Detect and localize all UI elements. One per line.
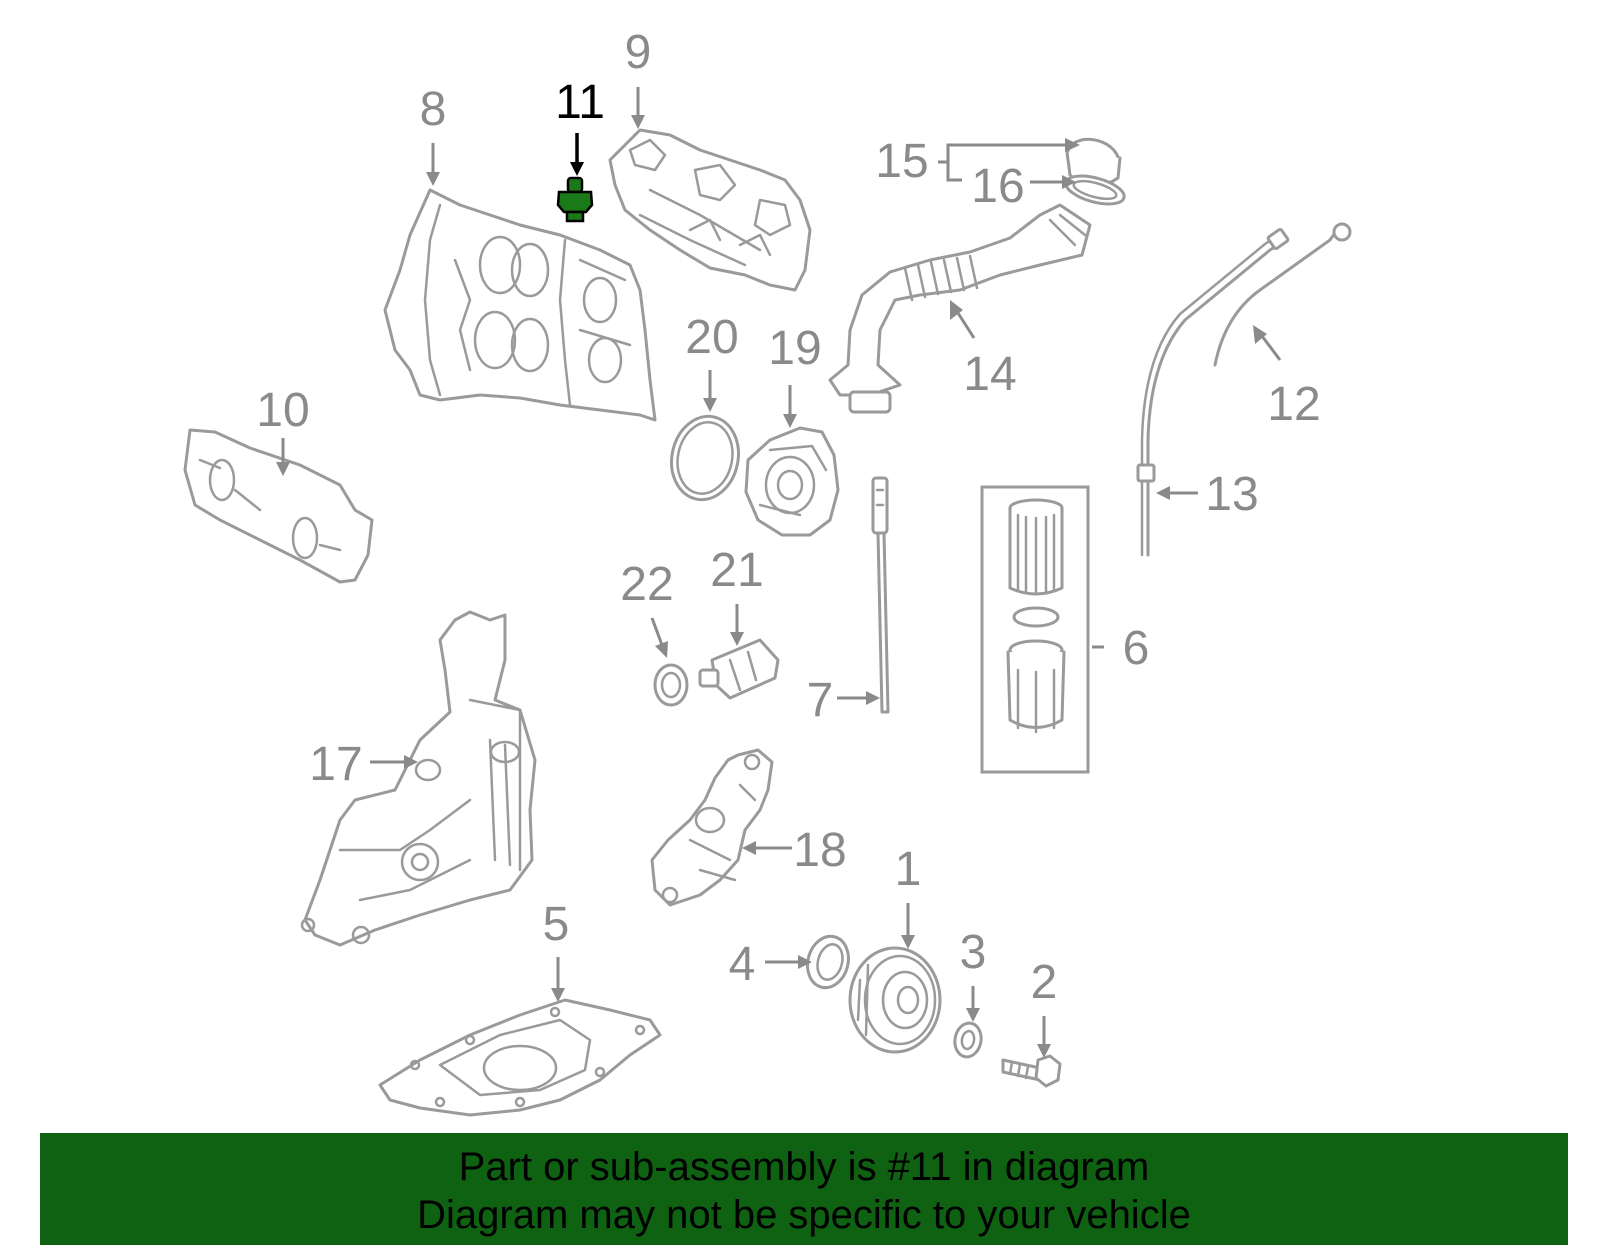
disclaimer-banner: Part or sub-assembly is #11 in diagram D…: [40, 1133, 1568, 1245]
part-5-oil-pan[interactable]: [378, 998, 662, 1117]
part-1-pulley[interactable]: [848, 946, 942, 1054]
callout-21: 21: [710, 544, 763, 597]
callout-2: 2: [1031, 956, 1058, 1009]
part-19-pump-cover[interactable]: [744, 426, 840, 537]
callout-labels: 8 9 11 10 20 19 15 16 14 12 13 6 7 22 21…: [256, 26, 1320, 1009]
part-18-oil-pump[interactable]: [650, 748, 774, 907]
part-14-filler-tube[interactable]: [828, 203, 1092, 414]
part-3-washer[interactable]: [952, 1021, 984, 1059]
callout-5: 5: [543, 898, 570, 951]
callout-9: 9: [625, 26, 652, 79]
part-9-cam-carrier[interactable]: [608, 128, 812, 292]
callout-15: 15: [875, 135, 928, 188]
part-12-dipstick[interactable]: [1213, 222, 1352, 367]
callout-20: 20: [685, 311, 738, 364]
callout-6: 6: [1123, 622, 1150, 675]
part-17-front-cover[interactable]: [300, 610, 537, 947]
part-8-cylinder-head[interactable]: [383, 188, 657, 422]
callout-7: 7: [807, 674, 834, 727]
callout-3: 3: [960, 926, 987, 979]
part-4-seal[interactable]: [802, 932, 854, 993]
callout-22: 22: [620, 558, 673, 611]
part-20-o-ring[interactable]: [664, 410, 746, 506]
callout-18: 18: [793, 824, 846, 877]
callout-17: 17: [309, 738, 362, 791]
callout-16: 16: [971, 160, 1024, 213]
banner-line-part: Part or sub-assembly is #11 in diagram: [458, 1145, 1150, 1189]
part-6-oil-filter-kit[interactable]: [980, 485, 1090, 774]
callout-1: 1: [895, 843, 922, 896]
callout-10: 10: [256, 384, 309, 437]
callout-11: 11: [555, 76, 605, 129]
part-7-level-sensor[interactable]: [871, 476, 890, 714]
part-13-guide-tube[interactable]: [1136, 227, 1290, 557]
callout-19: 19: [768, 322, 821, 375]
part-22-washer[interactable]: [653, 663, 689, 707]
part-11-sensor-highlighted[interactable]: [556, 176, 594, 223]
part-21-pressure-switch[interactable]: [698, 638, 780, 700]
callout-14: 14: [963, 348, 1016, 401]
callout-12: 12: [1267, 378, 1320, 431]
callout-13: 13: [1205, 468, 1258, 521]
leader-arrows: [276, 87, 1282, 1058]
callout-8: 8: [420, 83, 447, 136]
part-2-bolt[interactable]: [1001, 1054, 1062, 1088]
banner-line-disclaimer: Diagram may not be specific to your vehi…: [417, 1193, 1191, 1237]
callout-4: 4: [729, 938, 756, 991]
part-10-shield-plate[interactable]: [183, 428, 374, 584]
